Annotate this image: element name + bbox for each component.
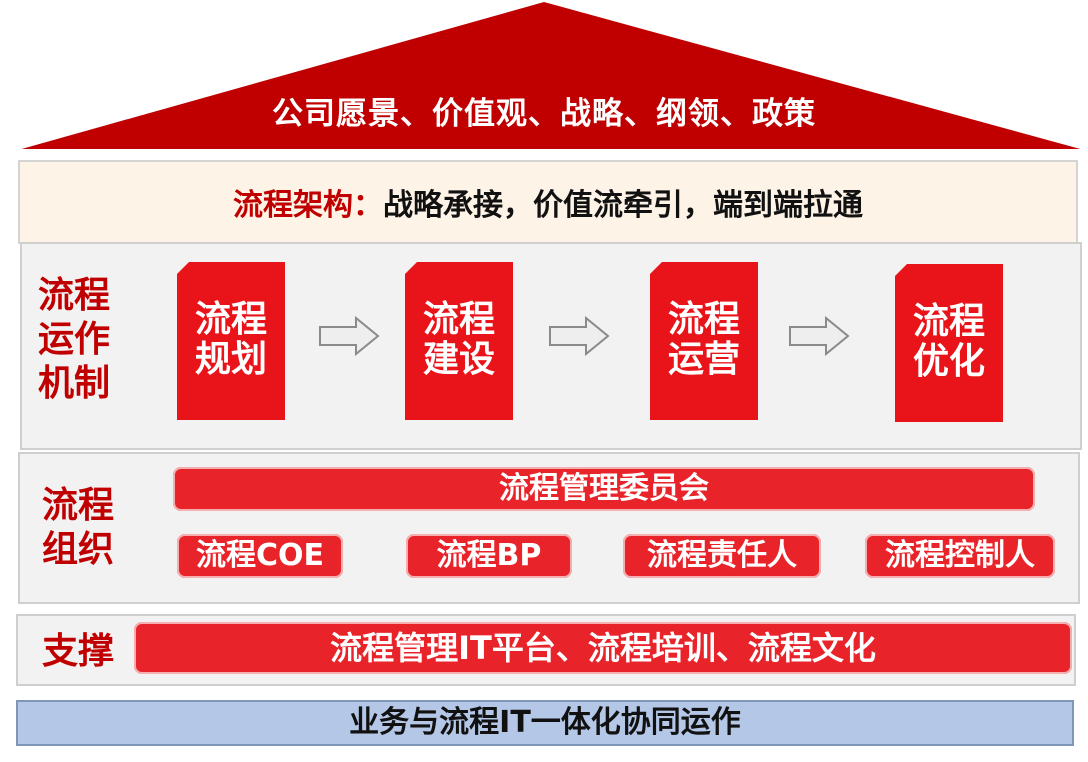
stage-card-operation: 流程 运营 xyxy=(650,262,758,420)
architecture-text: 战略承接，价值流牵引，端到端拉通 xyxy=(383,188,863,223)
foundation-bar: 业务与流程IT一体化协同运作 xyxy=(16,700,1074,746)
right-arrow-icon xyxy=(319,316,380,356)
stage-card-optimization: 流程 优化 xyxy=(895,264,1003,422)
mechanism-title-line: 运作 xyxy=(38,319,111,360)
support-bar: 流程管理IT平台、流程培训、流程文化 xyxy=(134,622,1072,674)
role-pill-owner: 流程责任人 xyxy=(623,534,821,578)
stage-line: 建设 xyxy=(422,339,495,380)
right-arrow-icon xyxy=(789,316,850,356)
stage-line: 流程 xyxy=(667,299,740,340)
stage-line: 流程 xyxy=(912,301,985,342)
role-pill-controller: 流程控制人 xyxy=(865,534,1055,578)
roof-title: 公司愿景、价值观、战略、纲领、政策 xyxy=(272,96,816,132)
roof xyxy=(18,2,1084,151)
mechanism-title: 流程 运作 机制 xyxy=(38,274,110,406)
mechanism-title-line: 流程 xyxy=(38,275,111,316)
stage-line: 流程 xyxy=(194,299,267,340)
role-pill-bp: 流程BP xyxy=(406,534,572,578)
support-title: 支撑 xyxy=(42,631,115,672)
stage-line: 优化 xyxy=(912,341,985,382)
role-pill-coe: 流程COE xyxy=(177,534,343,578)
organization-title-line: 组织 xyxy=(42,529,115,570)
mechanism-title-line: 机制 xyxy=(38,363,111,404)
organization-title: 流程 组织 xyxy=(42,484,114,572)
stage-card-planning: 流程 规划 xyxy=(177,262,285,420)
stage-line: 规划 xyxy=(194,339,267,380)
stage-line: 运营 xyxy=(667,339,740,380)
organization-title-line: 流程 xyxy=(42,485,115,526)
committee-bar: 流程管理委员会 xyxy=(173,467,1035,511)
stage-card-construction: 流程 建设 xyxy=(405,262,513,420)
stage-line: 流程 xyxy=(422,299,495,340)
right-arrow-icon xyxy=(549,316,610,356)
architecture-label: 流程架构： xyxy=(233,188,383,223)
process-architecture-band: 流程架构： 战略承接，价值流牵引，端到端拉通 xyxy=(18,160,1078,244)
